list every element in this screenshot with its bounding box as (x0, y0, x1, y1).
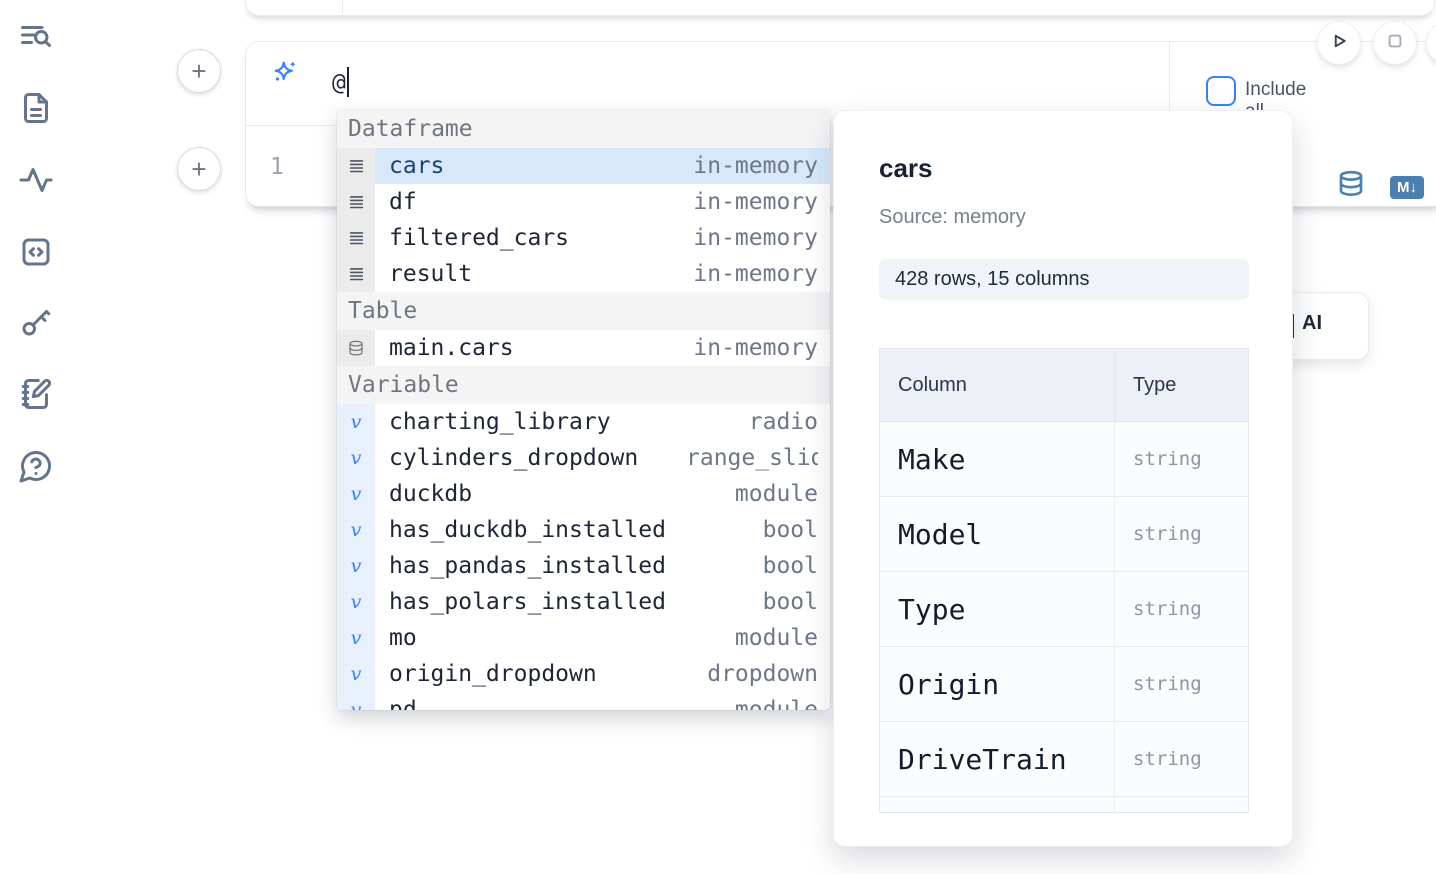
type-cell: string (1133, 523, 1202, 545)
ai-card-label: AI (1302, 312, 1322, 334)
column-cell: Type (880, 572, 1115, 646)
include-all-code-checkbox[interactable] (1206, 76, 1236, 106)
add-cell-button-top[interactable]: + (177, 49, 221, 93)
table-row: Make string (880, 422, 1248, 497)
column-header: Column (880, 349, 1115, 421)
schema-table: Column Type Make string Model string (879, 348, 1249, 813)
column-cell: DriveTrain (880, 722, 1115, 796)
stop-button[interactable] (1374, 22, 1416, 64)
column-cell: Make (880, 422, 1115, 496)
extra-action-button[interactable] (1427, 22, 1436, 64)
type-cell (1115, 797, 1248, 812)
type-cell: string (1133, 598, 1202, 620)
datasource-icon[interactable] (1336, 168, 1366, 200)
preview-title: cars (879, 153, 933, 183)
column-cell (880, 797, 1115, 812)
database-icon (337, 330, 375, 366)
dataframe-icon (337, 220, 375, 256)
section-header-table: Table (337, 292, 830, 330)
activity-icon (18, 162, 54, 203)
table-row: DriveTrain string (880, 722, 1248, 797)
dataframe-icon (337, 256, 375, 292)
table-row (880, 797, 1248, 812)
variable-icon: v (337, 692, 375, 710)
play-icon (1326, 28, 1352, 59)
variable-icon: v (337, 548, 375, 584)
previous-cell-remnant (245, 0, 1435, 16)
table-row: Type string (880, 572, 1248, 647)
variable-icon: v (337, 620, 375, 656)
ai-prompt-input[interactable]: @ (332, 42, 349, 125)
shape-text: 428 rows, 15 columns (895, 268, 1090, 290)
notebook-pen-icon (18, 376, 54, 417)
variable-icon: v (337, 476, 375, 512)
add-cell-button-bottom[interactable]: + (177, 147, 221, 191)
markdown-icon[interactable]: M↓ (1390, 176, 1424, 199)
schema-table-header: Column Type (880, 349, 1248, 422)
prompt-value: @ (332, 70, 346, 96)
variable-icon: v (337, 404, 375, 440)
schema-table-body: Make string Model string Type string (880, 422, 1248, 812)
variable-icon: v (337, 440, 375, 476)
variable-icon: v (337, 584, 375, 620)
section-header-variable: Variable (337, 366, 830, 404)
line-number: 1 (270, 154, 284, 180)
preview-source: Source: memory (879, 206, 1026, 228)
key-icon (18, 304, 54, 345)
shape-badge: 428 rows, 15 columns (879, 259, 1249, 300)
table-row: Model string (880, 497, 1248, 572)
help-message-icon (18, 448, 54, 489)
type-header: Type (1133, 373, 1177, 396)
table-row: Origin string (880, 647, 1248, 722)
previous-cell-gutter-divider (342, 0, 343, 13)
section-header-dataframe: Dataframe (337, 110, 830, 148)
type-cell: string (1133, 673, 1202, 695)
dataframe-icon (337, 148, 375, 184)
column-cell: Model (880, 497, 1115, 571)
text-cursor (346, 67, 349, 97)
run-cell-button[interactable] (1318, 22, 1360, 64)
code-square-icon (18, 234, 54, 275)
sidebar-item-search[interactable] (16, 20, 56, 60)
sidebar-item-activity[interactable] (16, 162, 56, 202)
type-cell: string (1133, 748, 1202, 770)
sparkles-icon (270, 57, 300, 87)
sidebar-item-help[interactable] (16, 448, 56, 488)
dataframe-preview-panel: cars Source: memory 428 rows, 15 columns… (833, 110, 1293, 847)
type-cell: string (1133, 448, 1202, 470)
variable-icon: v (337, 656, 375, 692)
column-cell: Origin (880, 647, 1115, 721)
sidebar-item-scratchpad[interactable] (16, 376, 56, 416)
variable-icon: v (337, 512, 375, 548)
sidebar-item-files[interactable] (16, 90, 56, 130)
file-text-icon (18, 90, 54, 131)
dataframe-icon (337, 184, 375, 220)
list-search-icon (18, 20, 54, 61)
sidebar-item-snippets[interactable] (16, 234, 56, 274)
sidebar-item-secrets[interactable] (16, 304, 56, 344)
stop-square-icon (1382, 28, 1408, 59)
